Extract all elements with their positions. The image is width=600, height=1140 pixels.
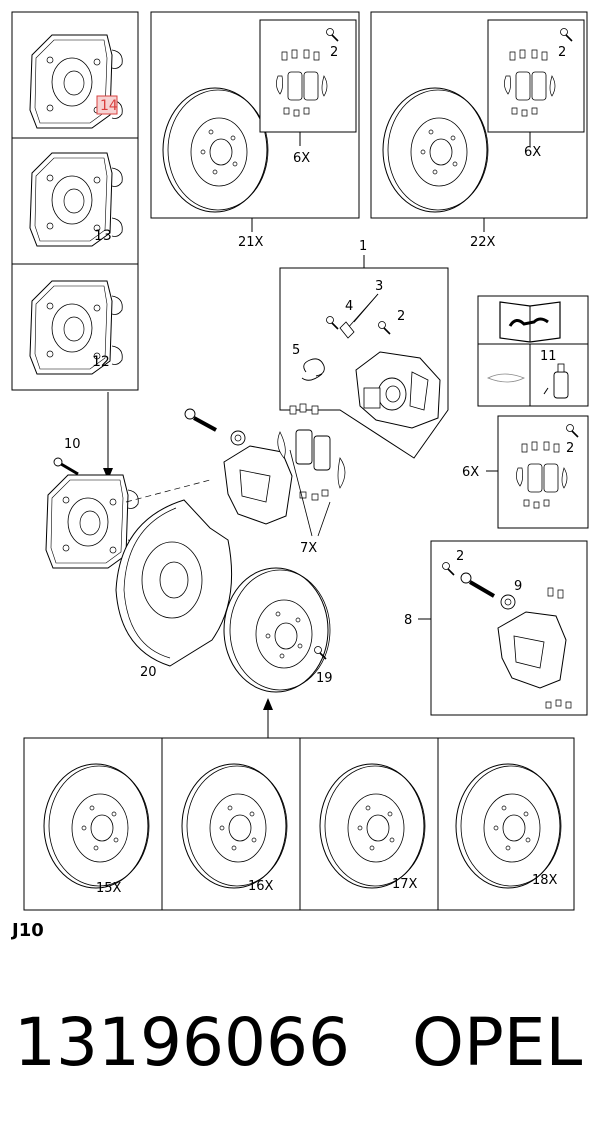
repair-manual-icon [499,301,561,343]
dust-shield [115,499,233,667]
brake-disc-22 [382,87,489,213]
service-panel [477,295,589,407]
callout-19: 19 [316,671,333,686]
grease-can-icon [543,363,569,399]
brake-disc-17 [319,763,426,889]
callout-21x: 21X [238,235,264,250]
caliper-panel [279,267,449,459]
guide-bolt [184,408,246,446]
caliper-carrier-8 [497,611,567,689]
callout-6x-b: 6X [524,145,541,160]
bolt-icon [377,320,391,335]
disc-21-panel [150,11,360,219]
highlight-box-14 [96,95,118,115]
pad-kit-6 [516,441,568,509]
caliper-carrier [223,445,293,525]
callout-2-b: 2 [558,45,566,60]
disc-options-panel [23,737,575,911]
callout-6x-c: 6X [462,465,479,480]
carrier-kit-panel [430,540,588,716]
brake-disc-15 [43,763,150,889]
callout-14: 14 [100,98,118,114]
callout-10: 10 [64,437,81,452]
callout-1: 1 [359,239,367,254]
callout-2-c: 2 [397,309,405,324]
callout-12: 12 [92,354,110,370]
pad-kit-panel [497,415,589,529]
brake-pads-7 [277,403,346,501]
callout-7x: 7X [300,541,317,556]
callout-15x: 15X [96,881,122,896]
callout-2-e: 2 [456,549,464,564]
callout-13: 13 [94,228,112,244]
brake-disc-main [223,567,331,693]
guide-bolt-8 [460,572,496,598]
callout-22x: 22X [470,235,496,250]
callout-18x: 18X [532,873,558,888]
brake-caliper [355,351,441,429]
callout-8: 8 [404,613,412,628]
bushing-9 [500,594,516,610]
bolt-10 [53,457,79,476]
screw-icon [565,423,579,438]
callout-16x: 16X [248,879,274,894]
brake-disc-21 [162,87,269,213]
callout-9: 9 [514,579,522,594]
callout-11: 11 [540,349,557,364]
callout-4: 4 [345,299,353,314]
callout-3: 3 [375,279,383,294]
brake-disc-16 [181,763,288,889]
grease-tube-icon [487,373,525,383]
screw-icon [441,561,455,576]
brake-disc-18 [455,763,562,889]
brand-name: OPEL [412,1004,583,1081]
bleeder-cap-icon [325,315,339,330]
callout-20: 20 [140,665,157,680]
callout-2-a: 2 [330,45,338,60]
part-number: 13196066 [14,1004,350,1081]
disc-22-panel [370,11,588,219]
callout-6x-a: 6X [293,151,310,166]
plate-panel [11,11,139,391]
callout-17x: 17X [392,877,418,892]
callout-2-d: 2 [566,441,574,456]
callout-5: 5 [292,343,300,358]
section-code: J10 [10,920,44,941]
